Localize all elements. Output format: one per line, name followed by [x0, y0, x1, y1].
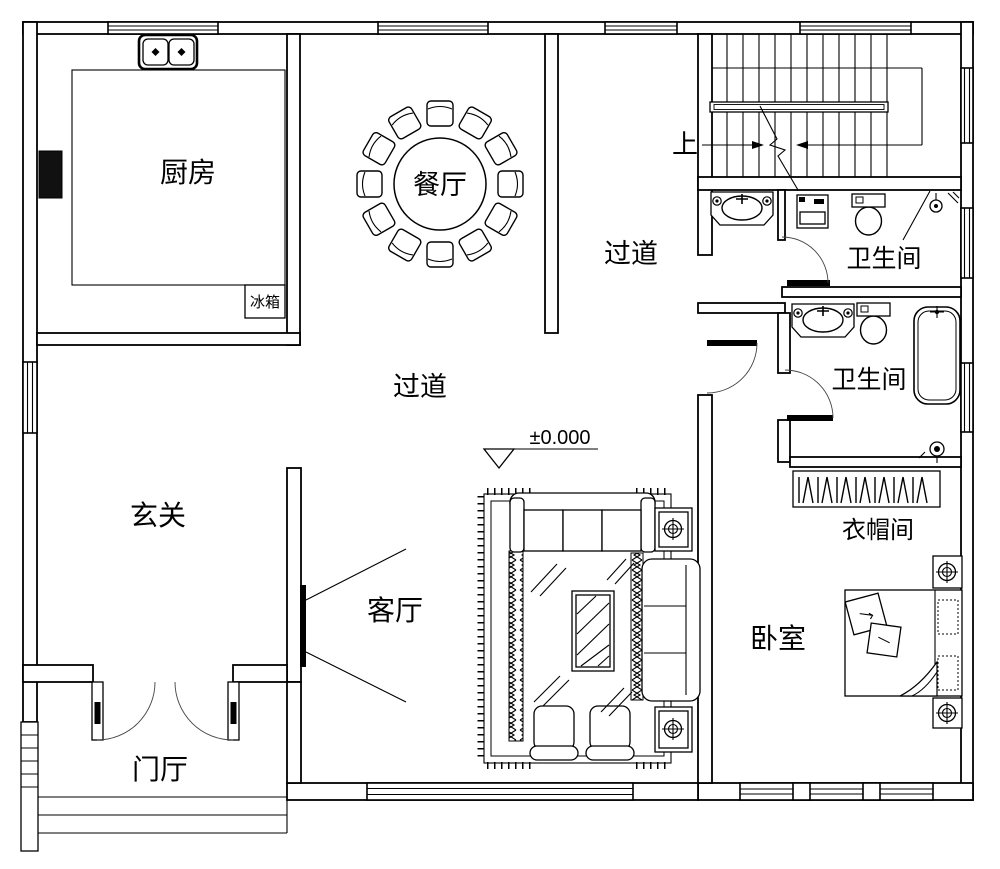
window-stairs-right [960, 67, 974, 144]
side-table-bottom [654, 706, 693, 753]
bathroom-lower-fixtures [706, 302, 961, 463]
bedroom-fixtures [844, 555, 963, 729]
labels-group: 厨房 餐厅 过道 过道 上 卫生间 卫生间 玄关 客厅 门厅 衣帽间 卧室 [130, 129, 922, 785]
stove-icon [38, 150, 63, 199]
stair-direction-arrow [702, 141, 888, 149]
label-closet: 衣帽间 [842, 517, 914, 544]
window-bath-upper [960, 207, 974, 279]
sofa-three-seat [509, 492, 656, 553]
bed [844, 589, 963, 697]
floor-marks [530, 558, 635, 717]
door-bath-lower [784, 369, 834, 421]
label-fridge: 冰箱 [250, 294, 280, 311]
side-table-top [654, 507, 693, 552]
window-hallway [604, 21, 678, 35]
coffee-table [571, 590, 615, 672]
interior-walls [22, 33, 962, 784]
label-bedroom: 卧室 [750, 623, 806, 654]
window-kitchen [107, 21, 219, 35]
label-hallway-upper: 过道 [604, 239, 658, 269]
label-kitchen: 厨房 [160, 157, 216, 188]
tv-unit [300, 548, 407, 703]
armchair-left [529, 705, 579, 761]
door-bath-upper [781, 236, 830, 286]
label-bathroom-lower: 卫生间 [831, 366, 906, 394]
runner-left [508, 550, 524, 742]
label-bathroom-upper: 卫生间 [846, 245, 921, 273]
foyer-entrance-door [91, 681, 240, 741]
label-hallway-main: 过道 [393, 372, 447, 402]
dining-set [356, 100, 524, 268]
washbasin-upper [710, 191, 774, 226]
nightstand-bottom [932, 697, 963, 729]
runner-right [630, 552, 644, 701]
label-foyer: 门厅 [132, 754, 188, 785]
label-stairs-up: 上 [672, 129, 698, 159]
stair-handrail [709, 101, 889, 113]
label-elevation: ±0.000 [529, 427, 590, 449]
window-bedroom-south [739, 782, 934, 801]
dining-table [393, 137, 487, 231]
floor-drain-light [918, 441, 945, 463]
window-stairs-top [799, 21, 912, 35]
window-bath-lower [960, 362, 974, 433]
living-room-set: ±0.000 [300, 427, 701, 769]
closet-fixtures [792, 470, 941, 508]
fridge: 冰箱 [244, 284, 286, 319]
kitchen-sink [137, 33, 199, 71]
armchair-right [585, 705, 635, 761]
kitchen-fixtures: 冰箱 [38, 33, 286, 319]
bathroom-upper-fixtures [710, 190, 960, 286]
sofa-chaise [641, 558, 701, 702]
nightstand-top [932, 555, 963, 589]
label-dining: 餐厅 [413, 170, 467, 200]
label-entry: 玄关 [130, 500, 186, 531]
toilet-lower [856, 302, 891, 345]
window-dining [377, 21, 489, 35]
bath-cabinet [796, 194, 829, 229]
windows-group [22, 21, 974, 801]
window-living-south [366, 782, 634, 801]
washbasin-lower [791, 303, 855, 338]
elevation-marker: ±0.000 [482, 427, 598, 470]
bathtub [913, 306, 961, 405]
toilet-upper [851, 193, 886, 236]
window-entry [22, 361, 38, 434]
door-hallway-inner [706, 340, 758, 394]
label-living: 客厅 [367, 595, 423, 626]
stair-assembly [702, 34, 923, 191]
blanket-fold [899, 660, 938, 697]
porch-steps [20, 721, 288, 852]
shower-corner [902, 190, 960, 241]
stair-break-line [759, 105, 799, 191]
